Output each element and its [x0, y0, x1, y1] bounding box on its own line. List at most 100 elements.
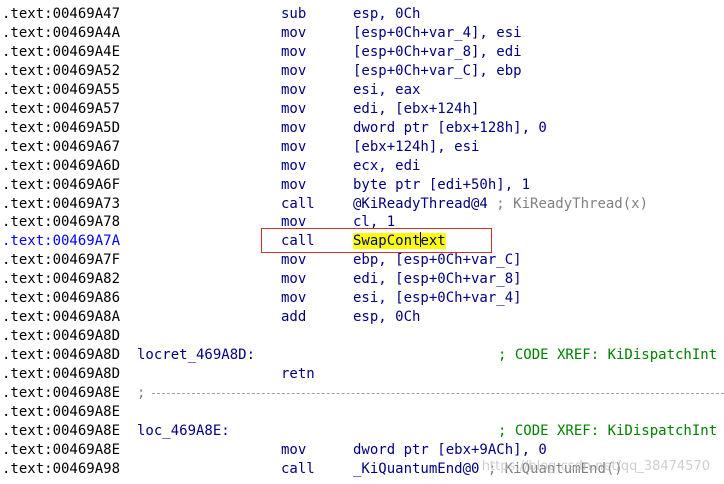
listing-row[interactable]: .text:00469A4A mov [esp+0Ch+var_4], esi	[0, 24, 724, 43]
operand-text[interactable]: esi, [esp+0Ch+var_4]	[353, 290, 522, 307]
address[interactable]: .text:00469A7F	[2, 252, 121, 269]
listing-row[interactable]: .text:00469A7F mov ebp, [esp+0Ch+var_C]	[0, 251, 724, 270]
operand-text[interactable]: esi, eax	[353, 81, 421, 98]
operand[interactable]: esi, [esp+0Ch+var_4]	[353, 289, 522, 308]
operand-text[interactable]: ebp, [esp+0Ch+var_C]	[353, 252, 522, 269]
address[interactable]: .text:00469A8A	[2, 309, 121, 326]
mnemonic[interactable]: mov	[281, 176, 307, 193]
operand-text[interactable]: ecx, edi	[353, 157, 421, 174]
address[interactable]: .text:00469A4E	[2, 43, 121, 60]
operand[interactable]: dword ptr [ebx+128h], 0	[353, 119, 547, 138]
operand[interactable]: @KiReadyThread@4 ; KiReadyThread(x)	[353, 195, 648, 214]
operand[interactable]: _KiQuantumEnd@0 ; KiQuantumEnd()	[353, 460, 623, 479]
operand-text[interactable]: esp, 0Ch	[353, 309, 421, 326]
listing-row[interactable]: .text:00469A57 mov edi, [ebx+124h]	[0, 100, 724, 119]
xref-comment[interactable]: ; CODE XREF: KiDispatchInt	[498, 347, 718, 364]
address[interactable]: .text:00469A8E	[2, 441, 121, 458]
operand[interactable]: [esp+0Ch+var_8], edi	[353, 43, 522, 62]
address[interactable]: .text:00469A6D	[2, 157, 121, 174]
listing-row[interactable]: .text:00469A8E	[0, 403, 724, 422]
operand[interactable]: ecx, edi	[353, 157, 420, 176]
address[interactable]: .text:00469A98	[2, 460, 121, 477]
operand-text[interactable]: _KiQuantumEnd@0	[353, 460, 480, 477]
code-label[interactable]: loc_469A8E:	[137, 422, 230, 439]
operand[interactable]: [esp+0Ch+var_C], ebp	[353, 62, 522, 81]
mnemonic[interactable]: mov	[281, 138, 307, 155]
address[interactable]: .text:00469A8E	[2, 385, 121, 401]
operand-text[interactable]: edi, [ebx+124h]	[353, 100, 480, 117]
mnemonic[interactable]: mov	[281, 100, 307, 117]
address[interactable]: .text:00469A8E	[2, 422, 121, 439]
operand-text[interactable]: dword ptr [ebx+9ACh], 0	[353, 441, 547, 458]
mnemonic[interactable]: mov	[281, 24, 307, 41]
address[interactable]: .text:00469A7A	[2, 233, 121, 250]
operand[interactable]: cl, 1	[353, 213, 395, 232]
operand-text[interactable]: @KiReadyThread@4	[353, 195, 488, 212]
listing-row[interactable]: .text:00469A8A add esp, 0Ch	[0, 308, 724, 327]
address[interactable]: .text:00469A8D	[2, 328, 121, 345]
code-label[interactable]: locret_469A8D:	[137, 347, 256, 364]
address[interactable]: .text:00469A6F	[2, 176, 121, 193]
address[interactable]: .text:00469A57	[2, 100, 121, 117]
mnemonic[interactable]: mov	[281, 119, 307, 136]
listing-row[interactable]: .text:00469A8E mov dword ptr [ebx+9ACh], 0	[0, 441, 724, 460]
listing-row[interactable]: .text:00469A6F mov byte ptr [edi+50h], 1	[0, 176, 724, 195]
operand-text[interactable]: dword ptr [ebx+128h], 0	[353, 119, 547, 136]
operand-text[interactable]: [esp+0Ch+var_4], esi	[353, 24, 522, 41]
operand[interactable]: [esp+0Ch+var_4], esi	[353, 24, 522, 43]
operand[interactable]: dword ptr [ebx+9ACh], 0	[353, 441, 547, 460]
operand-text[interactable]: cl, 1	[353, 214, 396, 231]
address[interactable]: .text:00469A86	[2, 290, 121, 307]
address[interactable]: .text:00469A8D	[2, 347, 121, 364]
mnemonic[interactable]: mov	[281, 62, 307, 79]
mnemonic[interactable]: mov	[281, 157, 307, 174]
listing-row[interactable]: .text:00469A82 mov edi, [esp+0Ch+var_8]	[0, 270, 724, 289]
listing-row[interactable]: .text:00469A8E loc_469A8E: ; CODE XREF: Ki…	[0, 422, 724, 441]
listing-row[interactable]: .text:00469A52 mov [esp+0Ch+var_C], ebp	[0, 62, 724, 81]
mnemonic[interactable]: mov	[281, 252, 307, 269]
mnemonic[interactable]: retn	[281, 366, 315, 383]
address[interactable]: .text:00469A8E	[2, 403, 121, 420]
mnemonic[interactable]: call	[281, 233, 315, 250]
operand[interactable]: edi, [ebx+124h]	[353, 100, 479, 119]
mnemonic[interactable]: mov	[281, 271, 307, 288]
address[interactable]: .text:00469A4A	[2, 24, 121, 41]
operand-text[interactable]: [ebx+124h], esi	[353, 138, 480, 155]
operand-text[interactable]: [esp+0Ch+var_8], edi	[353, 43, 522, 60]
listing-row[interactable]: .text:00469A7A call SwapContext	[0, 232, 724, 251]
address[interactable]: .text:00469A73	[2, 195, 121, 212]
operand[interactable]: esp, 0Ch	[353, 308, 420, 327]
mnemonic[interactable]: call	[281, 195, 315, 212]
mnemonic[interactable]: mov	[281, 441, 307, 458]
operand[interactable]: byte ptr [edi+50h], 1	[353, 176, 530, 195]
operand[interactable]: ebp, [esp+0Ch+var_C]	[353, 251, 522, 270]
operand[interactable]: edi, [esp+0Ch+var_8]	[353, 270, 522, 289]
operand[interactable]: esi, eax	[353, 81, 420, 100]
mnemonic[interactable]: add	[281, 309, 307, 326]
listing-row[interactable]: .text:00469A6D mov ecx, edi	[0, 157, 724, 176]
listing-row[interactable]: .text:00469A73 call @KiReadyThread@4 ; KiR…	[0, 195, 724, 214]
listing-row[interactable]: .text:00469A4E mov [esp+0Ch+var_8], edi	[0, 43, 724, 62]
listing-row[interactable]: .text:00469A67 mov [ebx+124h], esi	[0, 138, 724, 157]
listing-row[interactable]: .text:00469A8D	[0, 327, 724, 346]
operand-text[interactable]: byte ptr [edi+50h], 1	[353, 176, 531, 193]
mnemonic[interactable]: call	[281, 460, 315, 477]
listing-row[interactable]: .text:00469A98 call _KiQuantumEnd@0 ; KiQu…	[0, 460, 724, 479]
operand[interactable]: SwapContext	[353, 232, 446, 251]
xref-comment[interactable]: ; CODE XREF: KiDispatchInt	[498, 422, 718, 439]
address[interactable]: .text:00469A82	[2, 271, 121, 288]
listing-row[interactable]: .text:00469A8D locret_469A8D: ; CODE XREF:…	[0, 346, 724, 365]
address[interactable]: .text:00469A67	[2, 138, 121, 155]
operand[interactable]: esp, 0Ch	[353, 5, 420, 24]
highlighted-identifier[interactable]: SwapContext	[353, 232, 446, 250]
identifier-part[interactable]: ext	[420, 233, 446, 250]
operand[interactable]: [ebx+124h], esi	[353, 138, 479, 157]
address[interactable]: .text:00469A8D	[2, 366, 121, 383]
address[interactable]: .text:00469A78	[2, 214, 121, 231]
mnemonic[interactable]: mov	[281, 43, 307, 60]
address[interactable]: .text:00469A52	[2, 62, 121, 79]
